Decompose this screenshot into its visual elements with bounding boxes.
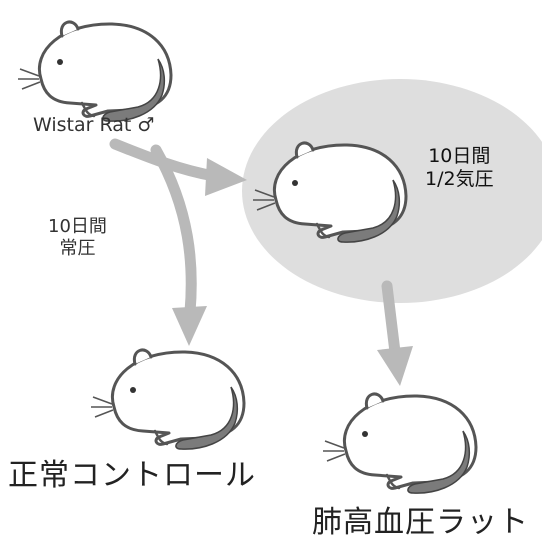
arrow-to-ph-rat	[377, 280, 413, 386]
result-control-label: 正常コントロール	[8, 458, 256, 493]
rat-normal-control	[89, 348, 246, 451]
arrow-to-chamber	[109, 138, 247, 196]
result-ph-label: 肺高血圧ラット	[312, 505, 529, 540]
rat-source	[16, 20, 173, 123]
hypoxic-condition-label: 10日間 1/2気圧	[425, 145, 494, 191]
source-label: Wistar Rat ♂	[33, 114, 155, 136]
arrow-to-normal-control	[150, 144, 207, 346]
normal-condition-label: 10日間 常圧	[48, 216, 107, 259]
rat-pulmonary-hypertension	[321, 392, 478, 495]
hypoxic-duration: 10日間	[428, 145, 491, 167]
hypoxic-pressure: 1/2気圧	[425, 167, 494, 190]
normal-duration: 10日間	[48, 216, 107, 237]
normal-pressure: 常圧	[59, 237, 96, 259]
